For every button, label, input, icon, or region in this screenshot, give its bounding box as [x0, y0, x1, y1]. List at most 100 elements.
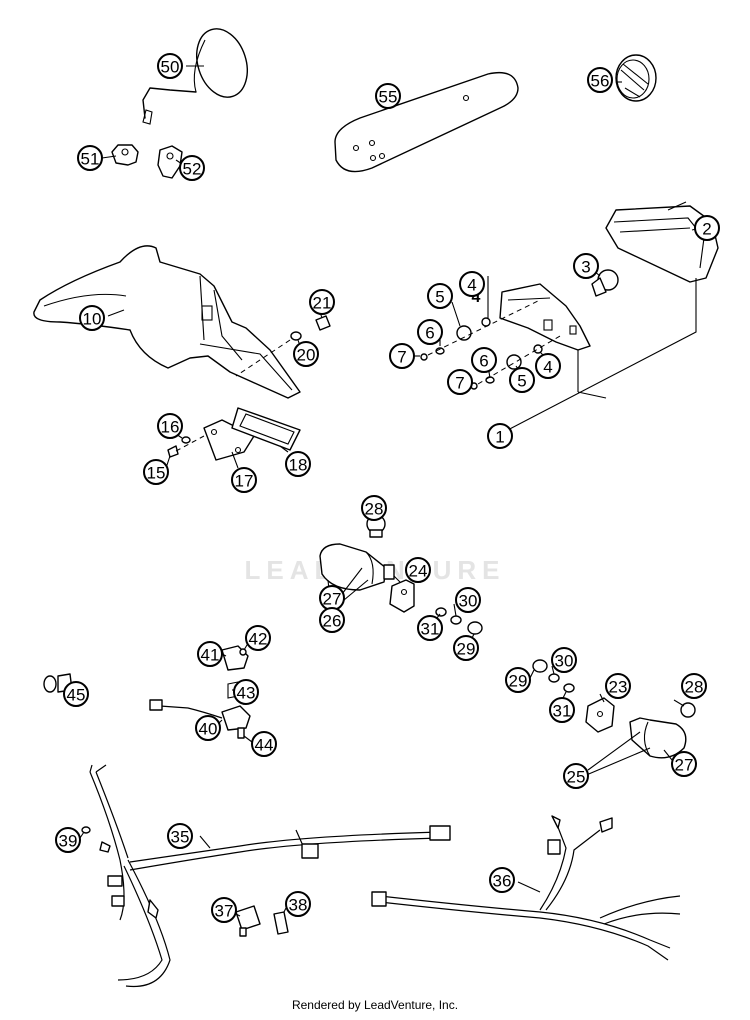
callout-29[interactable]: 29 — [453, 635, 479, 661]
callout-20[interactable]: 20 — [293, 341, 319, 367]
callout-number: 30 — [555, 652, 574, 671]
callout-circle — [63, 681, 89, 707]
callout-45[interactable]: 45 — [63, 681, 89, 707]
callout-number: 30 — [459, 592, 478, 611]
callout-4[interactable]: 4 — [535, 353, 561, 379]
callout-4[interactable]: 4 — [459, 271, 485, 297]
callout-37[interactable]: 37 — [211, 897, 237, 923]
callout-circle — [157, 53, 183, 79]
callout-39[interactable]: 39 — [55, 827, 81, 853]
callout-38[interactable]: 38 — [285, 891, 311, 917]
callout-circle — [293, 341, 319, 367]
callout-5[interactable]: 5 — [509, 367, 535, 393]
callout-circle — [681, 673, 707, 699]
callout-36[interactable]: 36 — [489, 867, 515, 893]
callout-number: 23 — [609, 678, 628, 697]
callout-28[interactable]: 28 — [681, 673, 707, 699]
callout-number: 50 — [161, 58, 180, 77]
callout-18[interactable]: 18 — [285, 451, 311, 477]
callout-number: 5 — [435, 288, 444, 307]
callout-number: 3 — [581, 258, 590, 277]
callout-25[interactable]: 25 — [563, 763, 589, 789]
callout-17[interactable]: 17 — [231, 467, 257, 493]
callout-30[interactable]: 30 — [551, 647, 577, 673]
callout-16[interactable]: 16 — [157, 413, 183, 439]
callout-44[interactable]: 44 — [251, 731, 277, 757]
callout-1[interactable]: 1 — [487, 423, 513, 449]
callout-number: 45 — [67, 686, 86, 705]
callout-56[interactable]: 56 — [587, 67, 613, 93]
callout-number: 38 — [289, 896, 308, 915]
callout-circle — [417, 615, 443, 641]
callout-number: 21 — [313, 294, 332, 313]
wiring-harness-main-part — [81, 764, 451, 988]
callout-7[interactable]: 7 — [447, 369, 473, 395]
callout-number: 37 — [215, 902, 234, 921]
callout-40[interactable]: 40 — [195, 715, 221, 741]
callout-circle — [197, 641, 223, 667]
callout-number: 26 — [323, 612, 342, 631]
callout-circle — [447, 369, 473, 395]
callout-23[interactable]: 23 — [605, 673, 631, 699]
callout-50[interactable]: 50 — [157, 53, 183, 79]
relay-part — [235, 905, 261, 937]
reflector-part — [615, 54, 657, 102]
callout-number: 31 — [553, 702, 572, 721]
callout-circle — [231, 467, 257, 493]
callout-circle — [455, 587, 481, 613]
callout-7[interactable]: 7 — [389, 343, 415, 369]
callout-circle — [417, 319, 443, 345]
callout-number: 1 — [495, 428, 504, 447]
callout-number: 7 — [397, 348, 406, 367]
callout-number: 25 — [567, 768, 586, 787]
callout-circle — [167, 823, 193, 849]
callout-55[interactable]: 55 — [375, 83, 401, 109]
callout-number: 52 — [183, 160, 202, 179]
callout-number: 7 — [455, 374, 464, 393]
callout-2[interactable]: 2 — [694, 215, 720, 241]
callout-10[interactable]: 10 — [79, 305, 105, 331]
callout-6[interactable]: 6 — [417, 319, 443, 345]
callout-26[interactable]: 26 — [319, 607, 345, 633]
callout-42[interactable]: 42 — [245, 625, 271, 651]
callout-29[interactable]: 29 — [505, 667, 531, 693]
callout-21[interactable]: 21 — [309, 289, 335, 315]
callout-3[interactable]: 3 — [573, 253, 599, 279]
callout-circle — [245, 625, 271, 651]
callout-number: 6 — [479, 352, 488, 371]
callout-51[interactable]: 51 — [77, 145, 103, 171]
callout-15[interactable]: 15 — [143, 459, 169, 485]
callout-30[interactable]: 30 — [455, 587, 481, 613]
indicator-hardware-right-part — [532, 659, 575, 693]
callout-circle — [535, 353, 561, 379]
callout-number: 16 — [161, 418, 180, 437]
callout-43[interactable]: 43 — [233, 679, 259, 705]
callout-35[interactable]: 35 — [167, 823, 193, 849]
mirror-part — [142, 28, 248, 125]
callout-number: 4 — [467, 276, 476, 295]
callout-31[interactable]: 31 — [417, 615, 443, 641]
callout-circle — [285, 451, 311, 477]
callout-number: 43 — [237, 684, 256, 703]
callout-31[interactable]: 31 — [549, 697, 575, 723]
callout-41[interactable]: 41 — [197, 641, 223, 667]
callout-number: 20 — [297, 346, 316, 365]
callout-27[interactable]: 27 — [671, 751, 697, 777]
callout-circle — [319, 607, 345, 633]
bracket-hardware-part — [420, 299, 561, 390]
callout-5[interactable]: 5 — [427, 283, 453, 309]
callout-28[interactable]: 28 — [361, 495, 387, 521]
callout-circle — [211, 897, 237, 923]
callout-circle — [509, 367, 535, 393]
callout-24[interactable]: 24 — [405, 557, 431, 583]
callout-circle — [459, 271, 485, 297]
callout-52[interactable]: 52 — [179, 155, 205, 181]
callout-6[interactable]: 6 — [471, 347, 497, 373]
callout-circle — [375, 83, 401, 109]
callout-number: 27 — [323, 590, 342, 609]
callout-number: 10 — [83, 310, 102, 329]
mirror-clamp-part — [111, 144, 139, 166]
callout-27[interactable]: 27 — [319, 585, 345, 611]
